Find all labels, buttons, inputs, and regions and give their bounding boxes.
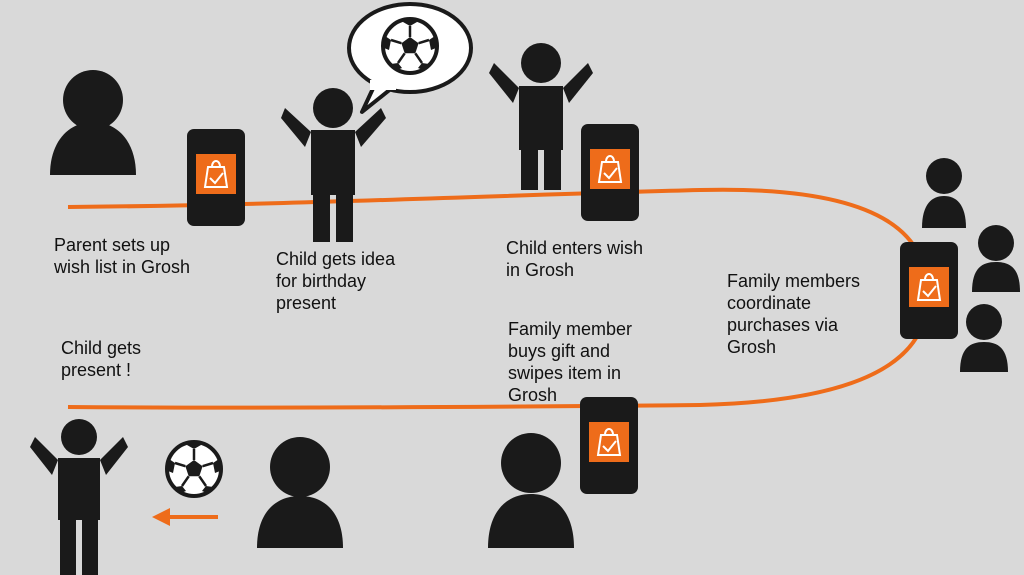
arrow-left-icon [152, 508, 218, 526]
phone-app-icon [581, 124, 639, 221]
step-label-parent-setup: Parent sets up wish list in Grosh [54, 235, 191, 277]
soccer-ball-icon [165, 440, 223, 498]
phone-app-icon [187, 129, 245, 226]
phone-app-icon [900, 242, 958, 339]
step-label-child-idea: Child gets idea for birthday present [276, 249, 396, 313]
step-label-child-gets-present: Child gets present ! [61, 338, 142, 380]
parent-person-icon [50, 70, 136, 175]
child-raised-arms-icon [489, 43, 593, 190]
phone-app-icon [580, 397, 638, 494]
family-member-person-icon [488, 433, 574, 548]
step-label-child-enters-wish: Child enters wish in Grosh [506, 238, 644, 280]
family-group-icon [922, 158, 1020, 372]
child-raised-arms-icon [281, 88, 386, 242]
child-raised-arms-icon [30, 419, 128, 575]
step-label-family-coordinate: Family members coordinate purchases via … [727, 271, 861, 357]
step-label-family-buys-gift: Family member buys gift and swipes item … [508, 319, 633, 405]
giver-person-icon [257, 437, 343, 548]
soccer-ball-icon [381, 17, 439, 75]
